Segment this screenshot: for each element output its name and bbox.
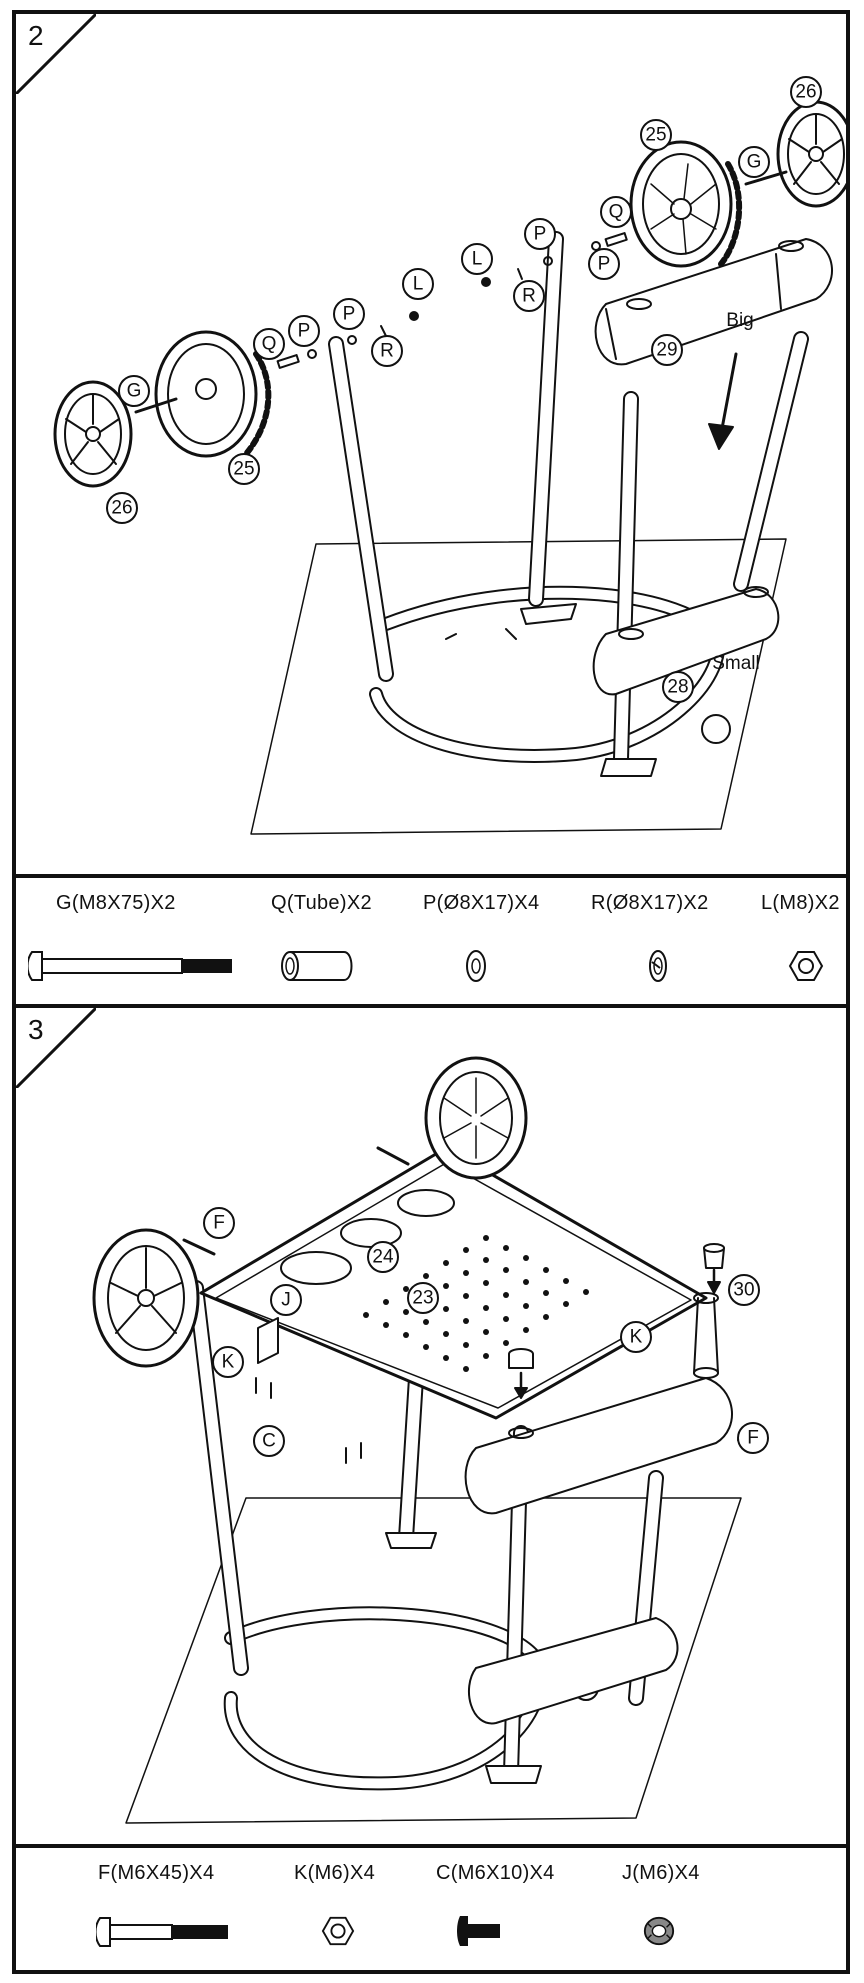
callout-p: P xyxy=(343,304,356,325)
step-corner-marker xyxy=(16,14,96,94)
tube-icon xyxy=(281,951,353,981)
callout-l: L xyxy=(472,249,483,270)
hardware-item-j: J(M6)X4 xyxy=(622,1862,700,1885)
callout-23: 23 xyxy=(412,1288,433,1309)
spring-washer-icon xyxy=(649,950,667,982)
step-number: 2 xyxy=(28,20,44,51)
short-bolt-icon xyxy=(457,1916,500,1946)
callout-25: 25 xyxy=(645,125,666,146)
callout-c: C xyxy=(262,1431,276,1452)
step-3-panel: 3 xyxy=(12,1004,850,1848)
callout-f: F xyxy=(747,1428,759,1449)
nut-icon xyxy=(788,951,824,981)
hardware-item-l: L(M8)X2 xyxy=(761,892,840,915)
hardware-label: Q(Tube)X2 xyxy=(271,892,372,914)
callout-j: J xyxy=(281,1290,291,1311)
hardware-item-g: G(M8X75)X2 xyxy=(56,892,176,915)
callout-24: 24 xyxy=(372,1247,394,1268)
bolt-icon xyxy=(96,1917,228,1947)
bolt-icon xyxy=(28,951,232,981)
callout-25: 25 xyxy=(233,459,254,480)
hardware-label: P(Ø8X17)X4 xyxy=(423,892,540,914)
hardware-item-r: R(Ø8X17)X2 xyxy=(591,892,709,915)
callout-26: 26 xyxy=(111,498,132,519)
hardware-panel-step-2: G(M8X75)X2 Q(Tube)X2 P(Ø8X17)X4 R(Ø8X17)… xyxy=(12,874,850,1008)
callout-q: Q xyxy=(609,202,624,223)
callout-p: P xyxy=(598,254,611,275)
hardware-label: L(M8)X2 xyxy=(761,892,840,914)
hardware-item-f: F(M6X45)X4 xyxy=(98,1862,214,1885)
callout-p: P xyxy=(298,321,311,342)
callout-26: 26 xyxy=(795,82,816,103)
hardware-label: C(M6X10)X4 xyxy=(436,1862,555,1884)
callout-g: G xyxy=(747,152,762,173)
flat-washer-icon xyxy=(466,950,486,982)
callout-f: F xyxy=(213,1213,225,1234)
small-shelf-label: Small xyxy=(712,653,760,674)
hardware-item-q: Q(Tube)X2 xyxy=(271,892,372,915)
callout-r: R xyxy=(380,341,394,362)
hardware-item-c: C(M6X10)X4 xyxy=(436,1862,555,1885)
callout-k: K xyxy=(630,1327,643,1348)
callout-r: R xyxy=(522,286,536,307)
callout-g: G xyxy=(127,381,142,402)
callout-30: 30 xyxy=(733,1280,754,1301)
callout-29: 29 xyxy=(656,340,677,361)
hardware-label: G(M8X75)X2 xyxy=(56,892,176,914)
step-number: 3 xyxy=(28,1014,44,1045)
callout-k: K xyxy=(222,1352,235,1373)
hardware-label: J(M6)X4 xyxy=(622,1862,700,1884)
hardware-panel-step-3: F(M6X45)X4 K(M6)X4 C(M6X10)X4 J(M6)X4 xyxy=(12,1844,850,1974)
hardware-item-k: K(M6)X4 xyxy=(294,1862,375,1885)
hardware-item-p: P(Ø8X17)X4 xyxy=(423,892,539,915)
step-corner-marker xyxy=(16,1008,96,1088)
callout-p: P xyxy=(534,224,547,245)
step-2-panel: 2 xyxy=(12,10,850,878)
step-2-illustration: 26 25 G Q P P L R L P R P Q G 25 26 29 2… xyxy=(53,76,846,835)
step-3-illustration: F 24 J 23 K K C 30 F xyxy=(92,1056,769,1824)
callout-q: Q xyxy=(262,334,277,355)
callout-28: 28 xyxy=(667,677,688,698)
hardware-label: F(M6X45)X4 xyxy=(98,1862,215,1884)
hardware-label: R(Ø8X17)X2 xyxy=(591,892,709,914)
callout-l: L xyxy=(413,274,424,295)
big-shelf-label: Big xyxy=(726,310,753,331)
lock-nut-icon xyxy=(643,1916,675,1946)
hardware-label: K(M6)X4 xyxy=(294,1862,376,1884)
nut-icon xyxy=(321,1916,355,1946)
